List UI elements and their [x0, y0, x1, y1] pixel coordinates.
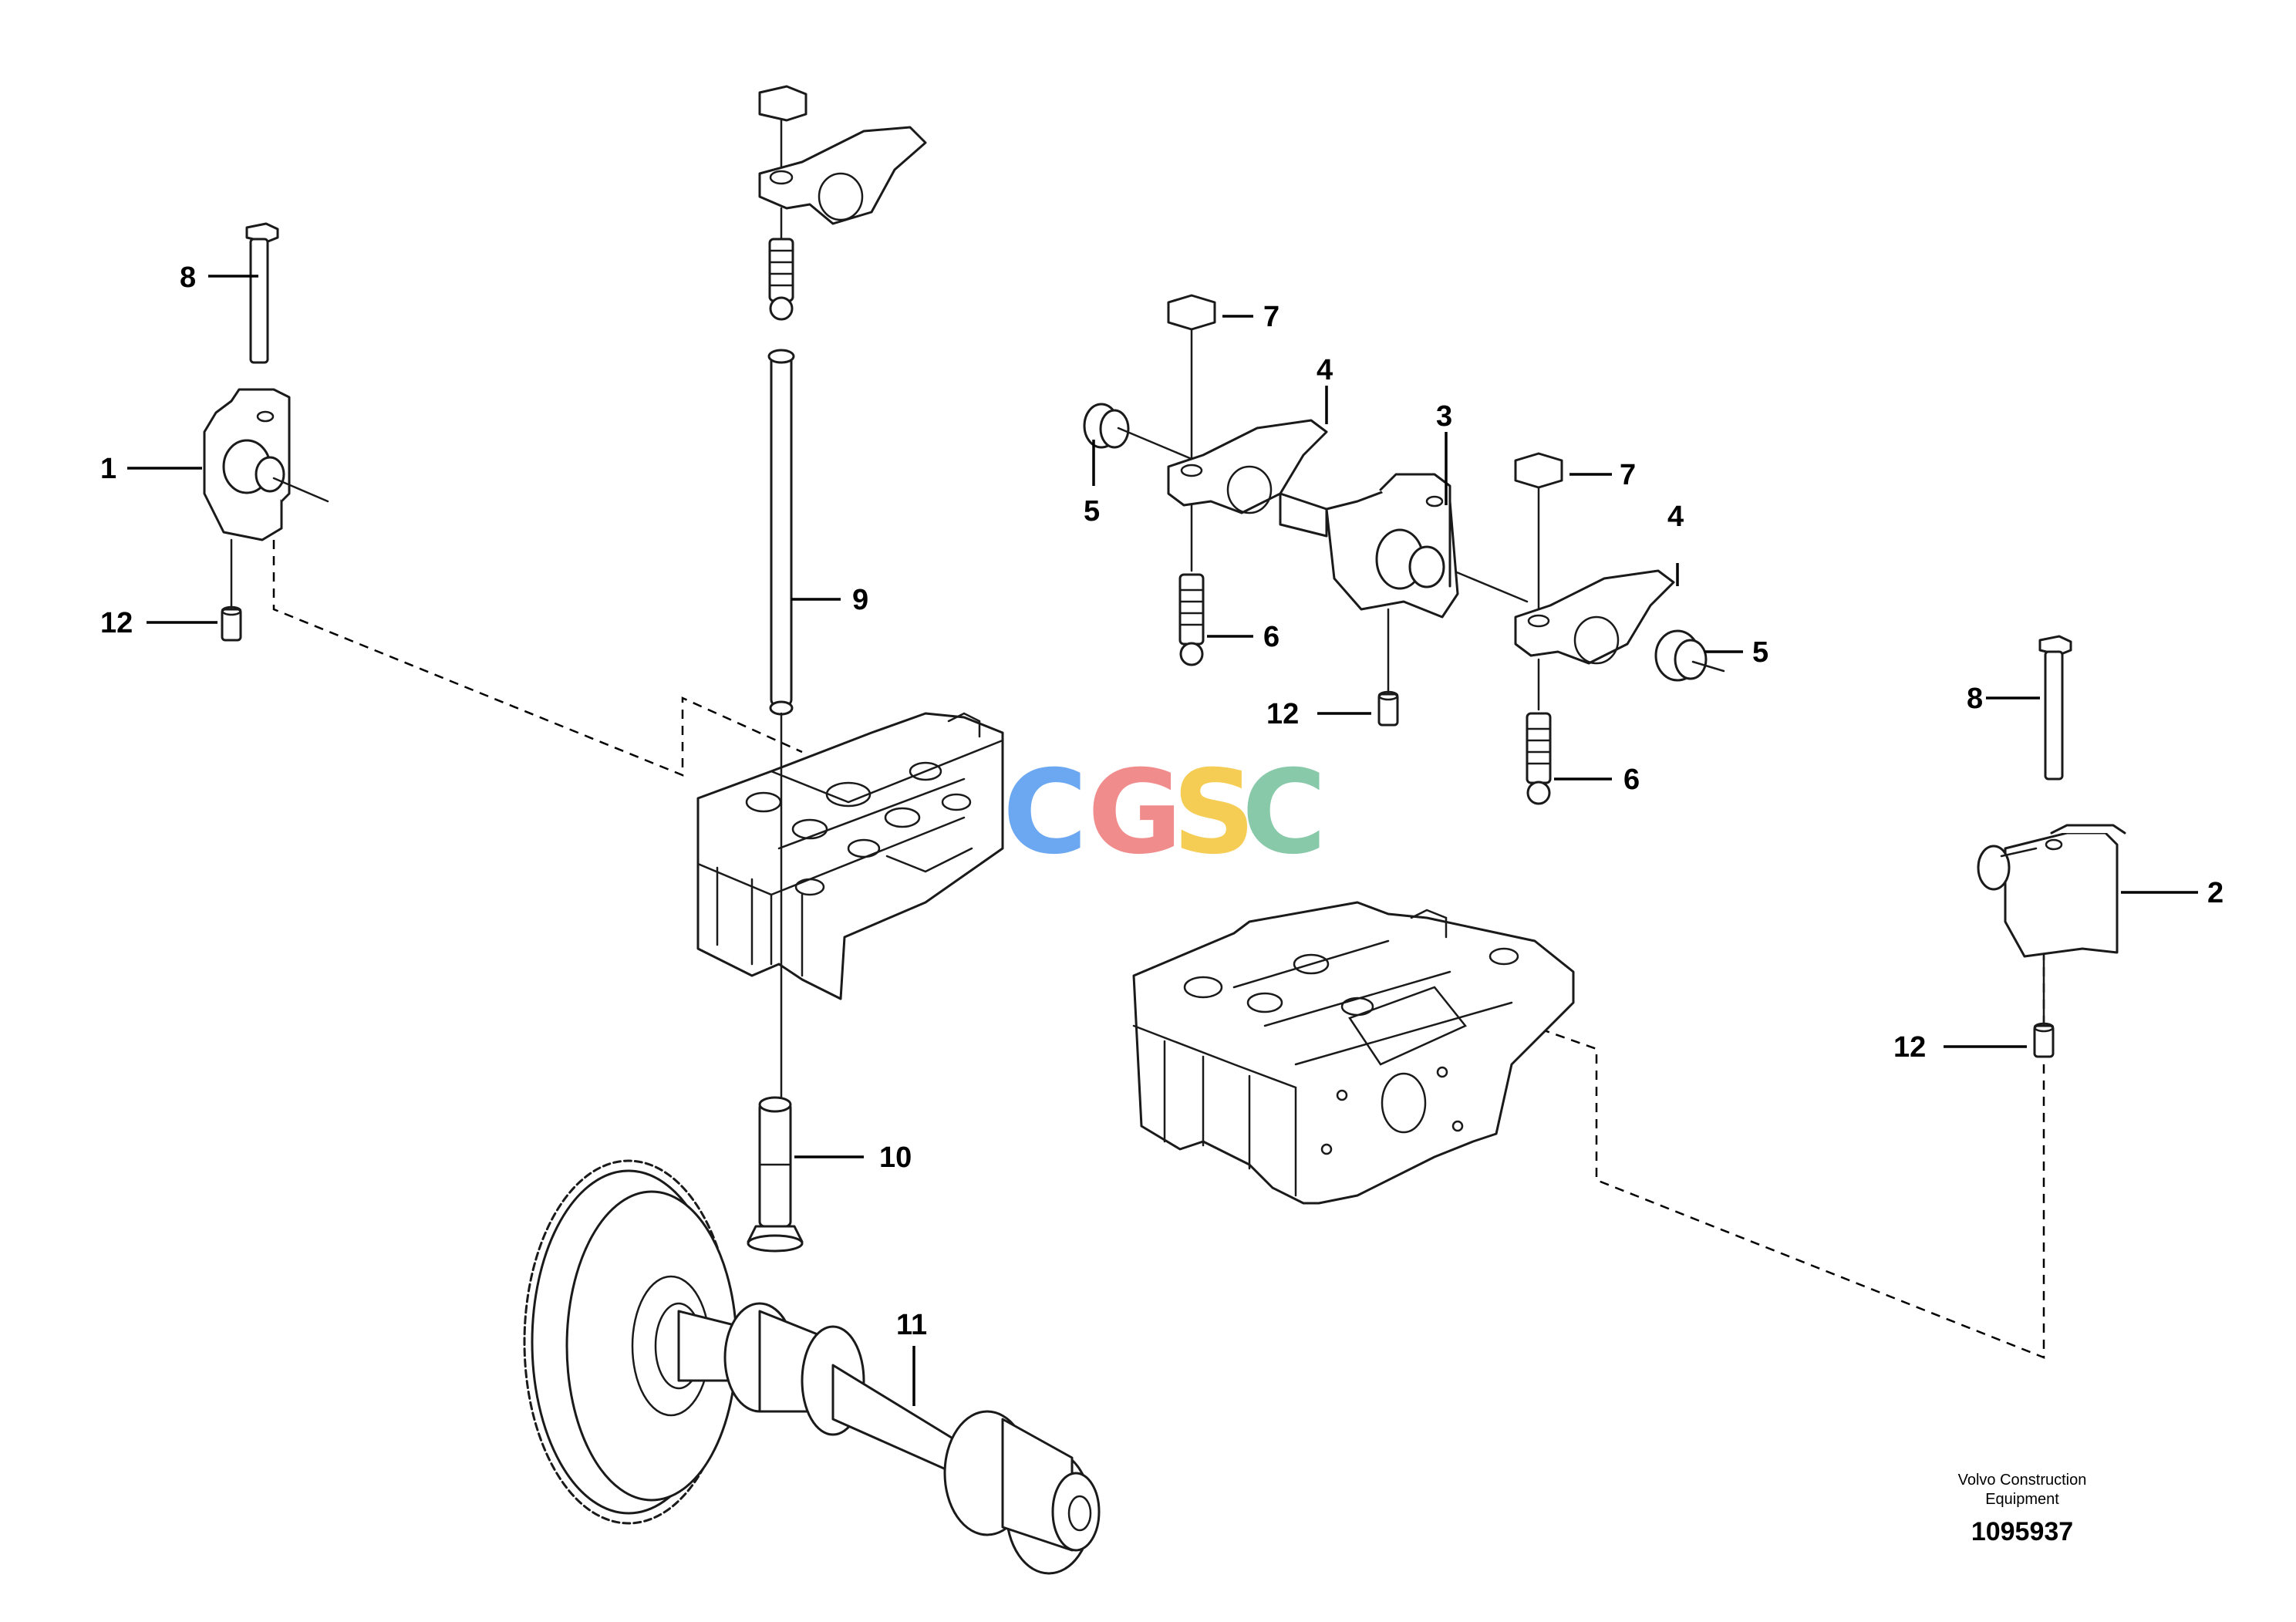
- rocker-bracket-2: [1977, 635, 2126, 1058]
- watermark-letter-c1: C: [1003, 746, 1087, 880]
- callout-9: 9: [852, 584, 868, 616]
- callout-6-left: 6: [1263, 621, 1279, 653]
- callout-2: 2: [2207, 877, 2224, 909]
- callout-4-right: 4: [1667, 501, 1684, 533]
- callout-10: 10: [879, 1141, 912, 1174]
- push-rod: [767, 349, 795, 1101]
- watermark-letter-g: G: [1087, 746, 1182, 880]
- watermark-letter-s: S: [1172, 746, 1256, 880]
- rocker-arm-top: [758, 85, 927, 321]
- assembly-dashed-lines: [272, 540, 2045, 1359]
- callout-8-right: 8: [1967, 683, 1983, 715]
- callout-5-left: 5: [1084, 495, 1100, 528]
- callout-12-right: 12: [1893, 1031, 1926, 1064]
- watermark: C G S C: [1003, 746, 1327, 880]
- part-number: 1095937: [1971, 1517, 2073, 1546]
- footer-brand-block: Volvo Construction Equipment 1095937: [1958, 1472, 2087, 1546]
- tappet: [747, 1096, 804, 1253]
- brand-line-2: Equipment: [1985, 1491, 2059, 1508]
- rocker-bracket-1: [203, 222, 329, 642]
- callout-12-middle: 12: [1266, 698, 1299, 730]
- callout-1: 1: [100, 453, 116, 485]
- leader-lines: [127, 275, 2198, 1406]
- callout-labels: 8 1 12 9 10 11 7 4 3 5 6 12 7 4 5 6 8 2 …: [100, 261, 2224, 1341]
- watermark-letter-c2: C: [1242, 746, 1327, 880]
- callout-5-right: 5: [1752, 636, 1768, 669]
- callout-12-left: 12: [100, 607, 133, 639]
- callout-6-right: 6: [1623, 764, 1640, 796]
- cylinder-head-right: [1132, 901, 1575, 1205]
- cylinder-head-left: [696, 712, 1004, 1000]
- brand-line-1: Volvo Construction: [1958, 1472, 2087, 1489]
- rocker-assembly-right: [1083, 294, 1725, 805]
- callout-3: 3: [1436, 400, 1452, 433]
- camshaft: [523, 1159, 1101, 1575]
- callout-4-left: 4: [1317, 354, 1333, 386]
- callout-8-left: 8: [180, 261, 196, 294]
- callout-7-right: 7: [1620, 459, 1636, 491]
- callout-7-left: 7: [1263, 301, 1279, 333]
- callout-11: 11: [896, 1309, 927, 1341]
